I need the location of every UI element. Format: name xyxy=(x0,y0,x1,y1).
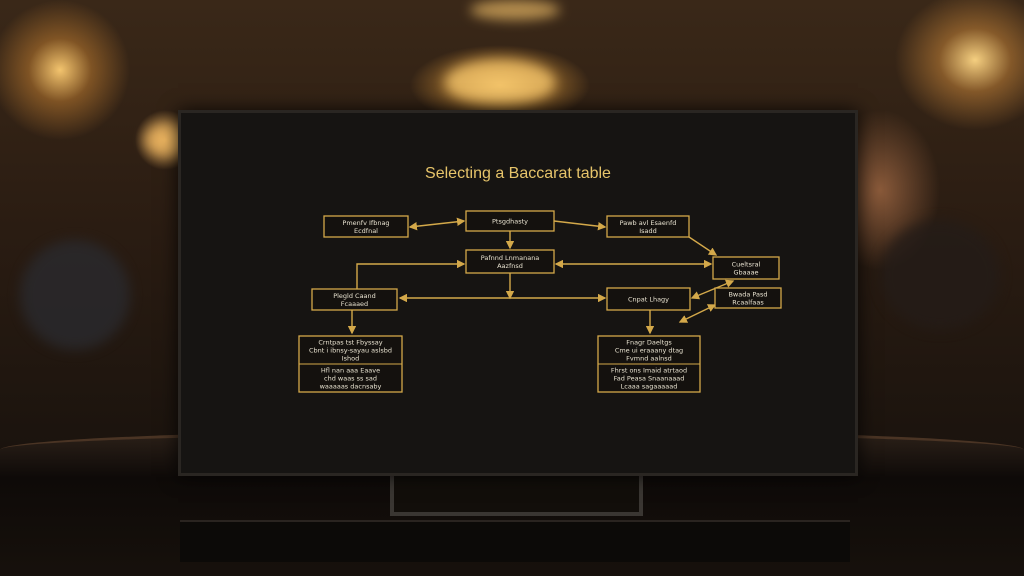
node-label: Cme ui eraaany dtag xyxy=(615,347,683,355)
connector-arrow xyxy=(408,217,466,231)
connector-arrow xyxy=(688,236,718,256)
node-label: Fcaaaed xyxy=(341,300,368,308)
node-label: Ecdfnal xyxy=(354,227,378,235)
node-label: Cueltsral xyxy=(732,261,761,269)
node-label: Fvmnd aalnsd xyxy=(626,355,672,363)
monitor-base xyxy=(180,520,850,562)
node-label: Ptsgdhasty xyxy=(492,218,528,226)
node-label: Gbaaae xyxy=(733,269,758,277)
node-detail: Lcaaa sagaaaaad xyxy=(621,383,678,391)
node-label: Cnpat Lhagy xyxy=(628,296,669,304)
person-silhouette xyxy=(20,240,130,350)
node-label: Pafnnd Lnmanana xyxy=(481,254,540,262)
node-label: Ishod xyxy=(342,355,360,363)
flowchart-node xyxy=(714,287,782,309)
node-label: Rcaalfaas xyxy=(732,299,764,307)
node-label: Cbnt i ibnsy-sayau aslsbd xyxy=(309,347,392,355)
connector-arrow xyxy=(356,259,466,289)
chandelier-light xyxy=(470,0,560,20)
node-detail: Fhrst ons Imaid atrtaod xyxy=(611,367,687,375)
connector-arrow xyxy=(690,279,735,300)
flowchart-node xyxy=(323,215,409,238)
connector-arrow xyxy=(553,220,607,231)
node-label: Aazfnsd xyxy=(497,262,523,270)
node-detail: chd waas ss sad xyxy=(324,375,377,383)
flowchart-node xyxy=(712,256,780,280)
diagram-title: Selecting a Baccarat table xyxy=(425,165,611,182)
node-label: Isadd xyxy=(639,227,657,235)
connector-arrow xyxy=(678,304,717,323)
node-label: Plegld Caand xyxy=(333,292,376,300)
monitor-stand xyxy=(390,472,643,516)
flowchart-node xyxy=(606,287,691,311)
chandelier-light xyxy=(445,60,555,105)
flowchart-node xyxy=(606,215,690,238)
flowchart-node xyxy=(311,288,398,311)
node-detail: waaaaas dacnsaby xyxy=(320,383,382,391)
node-label: Crntpas tst Fbyssay xyxy=(318,339,382,347)
node-label: Bwada Pasd xyxy=(728,291,767,299)
flowchart-node xyxy=(465,210,555,232)
person-silhouette xyxy=(880,220,1000,330)
node-label: Pawb avl Esaenfd xyxy=(620,219,677,227)
monitor-screen: Selecting a Baccarat table Pmenfv Ifbnag… xyxy=(178,110,858,476)
node-detail: Fad Peasa Snaanaaad xyxy=(614,375,685,383)
flowchart-node xyxy=(465,249,555,274)
node-detail: Hfl nan aaa Eaave xyxy=(321,367,380,375)
node-label: Pmenfv Ifbnag xyxy=(342,219,389,227)
node-label: Fnagr Daeltgs xyxy=(626,339,672,347)
